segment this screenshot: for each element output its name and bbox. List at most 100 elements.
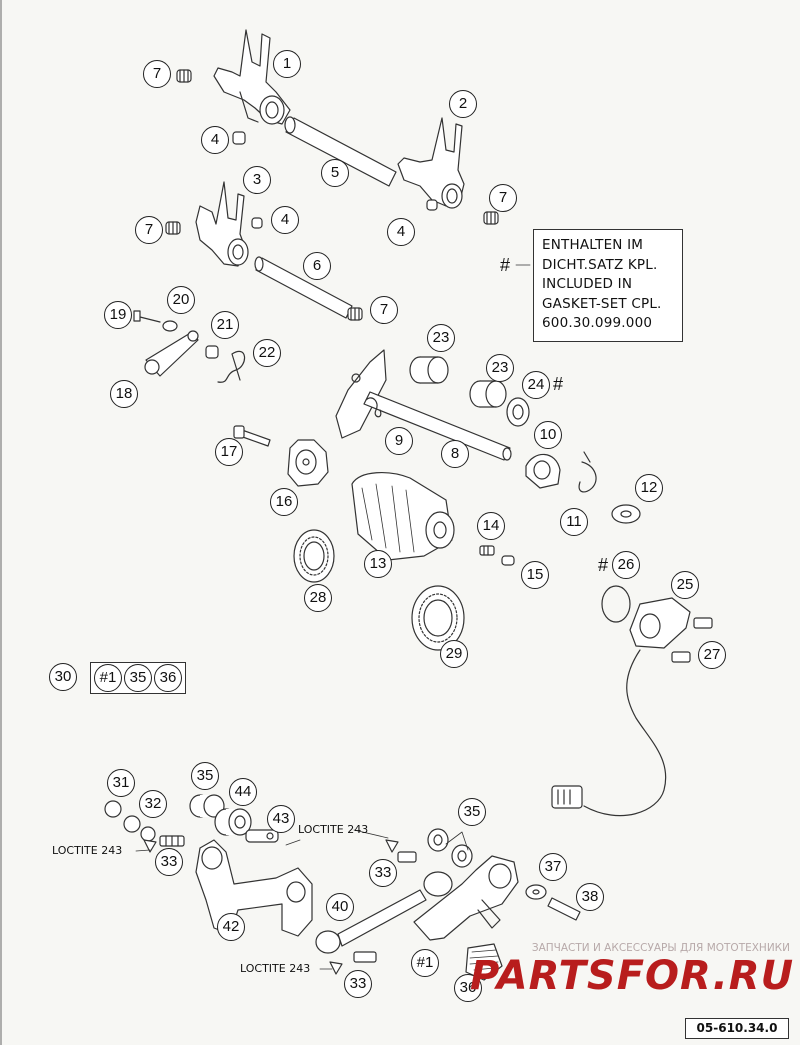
callout-23a: 23 (427, 324, 455, 352)
callout-22: 22 (253, 339, 281, 367)
callout-27: 27 (698, 641, 726, 669)
callout-7a: 7 (143, 60, 171, 88)
bearing-28 (293, 529, 335, 583)
watermark-tagline: ЗАПЧАСТИ И АКСЕССУАРЫ ДЛЯ МОТОТЕХНИКИ (531, 942, 790, 954)
callout-37: 37 (539, 853, 567, 881)
seal-24 (506, 397, 530, 427)
callout-35b: 35 (458, 798, 486, 826)
callout-32: 32 (139, 790, 167, 818)
hash-marker-24: # (553, 374, 564, 394)
bushing-35-right-b (451, 844, 473, 868)
bushing-35-right-a (427, 828, 449, 852)
callout-9: 9 (385, 427, 413, 455)
callout-23b: 23 (486, 354, 514, 382)
callout-7d: 7 (370, 296, 398, 324)
note-line-4: GASKET-SET CPL. (542, 295, 662, 312)
screw-19 (133, 310, 161, 323)
lock-washer-32 (123, 815, 141, 833)
shift-drum-13 (351, 472, 455, 561)
spring-7-left (165, 221, 181, 235)
callout-40: 40 (326, 893, 354, 921)
callout-21: 21 (211, 311, 239, 339)
pedal-rubber-36 (465, 943, 503, 981)
shift-pedal-41 (413, 855, 519, 941)
nut-32 (140, 826, 156, 842)
spring-11 (578, 451, 597, 493)
bushing-21 (205, 345, 219, 359)
screw-27b (671, 651, 691, 663)
washer-12 (611, 504, 641, 524)
hash-marker-note: # (500, 255, 511, 275)
shift-fork-2 (397, 117, 465, 209)
pin-4-b (426, 199, 438, 211)
fork-shaft-6 (254, 256, 353, 319)
shift-fork-1 (213, 29, 291, 125)
callout-26: 26 (612, 551, 640, 579)
shift-lever-42 (195, 839, 313, 937)
kit-item-36: 36 (154, 664, 182, 692)
callout-24: 24 (522, 371, 550, 399)
hash-marker-26: # (598, 555, 609, 575)
spring-7-mid (347, 307, 363, 321)
kit-item-1: #1 (94, 664, 122, 692)
loctite-label-3: LOCTITE 243 (240, 962, 311, 975)
linkage-rod-40 (315, 871, 453, 954)
callout-30: 30 (49, 663, 77, 691)
callout-43: 43 (267, 805, 295, 833)
washer-31 (104, 800, 122, 818)
callout-4c: 4 (271, 206, 299, 234)
callout-35a: 35 (191, 762, 219, 790)
screw-33a (159, 835, 185, 847)
callout-5: 5 (321, 159, 349, 187)
spring-22 (217, 351, 246, 383)
shift-fork-3 (195, 181, 249, 267)
note-line-2: DICHT.SATZ KPL. (542, 256, 658, 273)
callout-15: 15 (521, 561, 549, 589)
callout-3: 3 (243, 166, 271, 194)
callout-8: 8 (441, 440, 469, 468)
o-ring-26 (601, 585, 631, 623)
spring-7-right (483, 211, 499, 225)
pin-4-a (232, 131, 246, 145)
needle-bearing-23b (469, 380, 507, 408)
shift-shaft-8 (335, 349, 512, 461)
callout-29: 29 (440, 640, 468, 668)
callout-44: 44 (229, 778, 257, 806)
kit-box-30: #1 35 36 (90, 662, 186, 694)
needle-bearing-23a (409, 356, 449, 384)
watermark-brand: PARTSFOR.RU (470, 953, 795, 999)
loctite-label-2: LOCTITE 243 (298, 823, 369, 836)
spring-9 (365, 397, 382, 418)
callout-42: 42 (217, 913, 245, 941)
callout-2: 2 (449, 90, 477, 118)
note-line-3: INCLUDED IN (542, 276, 633, 292)
callout-12: 12 (635, 474, 663, 502)
guide-10 (525, 453, 561, 489)
pin-43 (245, 829, 279, 843)
bushing-35-left (189, 794, 225, 818)
callout-7b: 7 (489, 184, 517, 212)
spring-14 (479, 545, 495, 556)
gasket-set-note: ENTHALTEN IM DICHT.SATZ KPL. INCLUDED IN… (533, 229, 683, 342)
screw-33c (353, 951, 377, 963)
screw-27a (693, 617, 713, 629)
leader-lines (135, 264, 531, 970)
callout-16: 16 (270, 488, 298, 516)
lever-18 (144, 330, 199, 377)
diagram-part-number: 05-610.34.0 (685, 1018, 789, 1039)
pin-15 (501, 555, 515, 566)
callout-33a: 33 (155, 848, 183, 876)
callout-6: 6 (303, 252, 331, 280)
loctite-drop-1 (143, 839, 157, 853)
bolt-17 (233, 425, 271, 447)
spring-7-top (176, 69, 192, 83)
callout-14: 14 (477, 512, 505, 540)
callout-33c: 33 (344, 970, 372, 998)
callout-38: 38 (576, 883, 604, 911)
pin-4-c (251, 217, 263, 229)
washer-37 (525, 884, 547, 900)
callout-7c: 7 (135, 216, 163, 244)
gear-sensor-25 (551, 597, 691, 817)
